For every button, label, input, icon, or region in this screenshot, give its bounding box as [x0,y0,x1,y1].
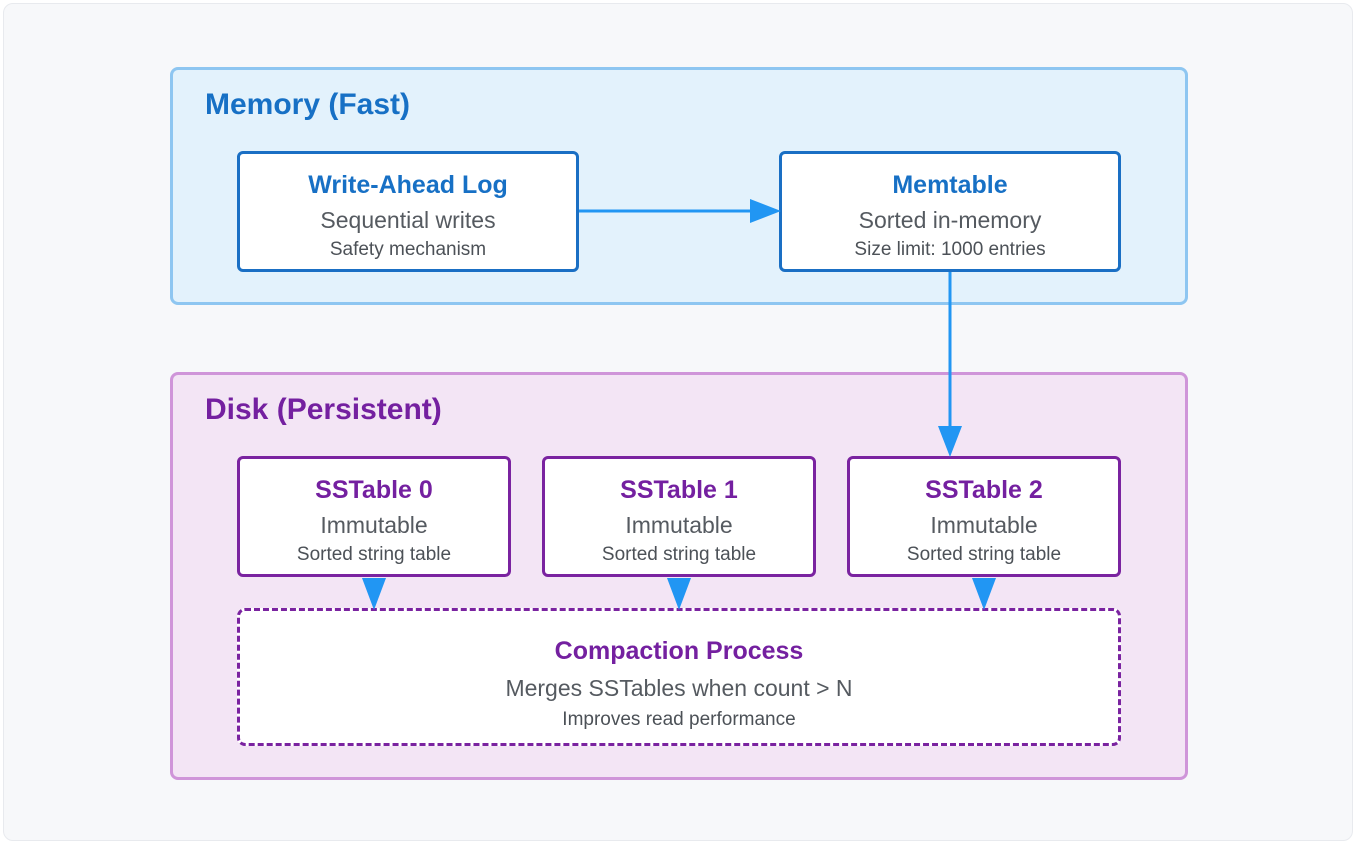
sstable-0-title: SSTable 0 [315,476,433,504]
compaction-process-subtitle: Merges SSTables when count > N [505,675,853,701]
memtable-box: Memtable Sorted in-memory Size limit: 10… [779,151,1121,272]
write-ahead-log-box: Write-Ahead Log Sequential writes Safety… [237,151,579,272]
sstable-1-title: SSTable 1 [620,476,738,504]
compaction-process-box: Compaction Process Merges SSTables when … [237,608,1121,746]
disk-zone-title: Disk (Persistent) [205,393,442,426]
memtable-note: Size limit: 1000 entries [854,239,1046,260]
sstable-2-box: SSTable 2 Immutable Sorted string table [847,456,1121,577]
sstable-1-box: SSTable 1 Immutable Sorted string table [542,456,816,577]
sstable-0-box: SSTable 0 Immutable Sorted string table [237,456,511,577]
memory-zone-title: Memory (Fast) [205,88,411,121]
compaction-process-note: Improves read performance [562,709,796,730]
sstable-2-title: SSTable 2 [925,476,1043,504]
sstable-0-subtitle: Immutable [320,512,428,538]
compaction-process-title: Compaction Process [554,637,804,665]
memtable-title: Memtable [892,171,1008,199]
sstable-1-note: Sorted string table [601,544,757,565]
write-ahead-log-title: Write-Ahead Log [308,171,508,199]
memtable-subtitle: Sorted in-memory [858,207,1042,233]
sstable-2-note: Sorted string table [906,544,1062,565]
sstable-0-note: Sorted string table [296,544,452,565]
sstable-1-subtitle: Immutable [625,512,733,538]
write-ahead-log-subtitle: Sequential writes [320,207,496,233]
sstable-2-subtitle: Immutable [930,512,1038,538]
write-ahead-log-note: Safety mechanism [329,239,487,260]
